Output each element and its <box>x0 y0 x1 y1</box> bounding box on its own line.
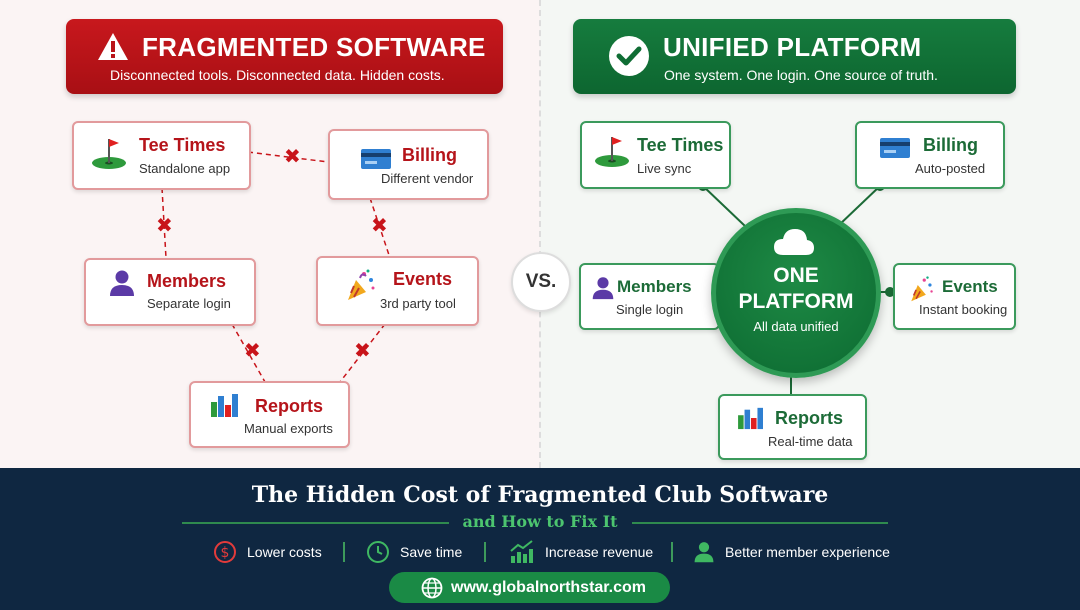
warning-triangle-icon <box>98 33 128 60</box>
dollar-circle-icon: $ <box>214 541 236 563</box>
cloud-icon <box>774 229 814 255</box>
card-subtitle: Instant booking <box>919 302 1008 317</box>
unified-card-reports: Reports Real-time data <box>718 394 867 460</box>
card-title: Tee Times <box>637 135 724 155</box>
card-title: Reports <box>255 396 324 416</box>
website-link[interactable]: www.globalnorthstar.com <box>389 572 670 603</box>
benefit-save-time: Save time <box>366 540 462 564</box>
card-subtitle: Different vendor <box>381 171 474 186</box>
svg-text:$: $ <box>221 545 230 561</box>
card-subtitle: 3rd party tool <box>380 296 456 311</box>
connector-hub-tee <box>702 185 746 227</box>
connector-events-reports <box>339 323 386 383</box>
benefit-lower-costs: $ Lower costs <box>213 540 322 564</box>
benefit-label: Save time <box>400 544 463 560</box>
unified-card-billing: Billing Auto-posted <box>855 121 1005 189</box>
one-platform-hub: ONE PLATFORM All data unified <box>711 208 881 378</box>
fragmented-title: FRAGMENTED SOFTWARE <box>142 32 486 62</box>
hub-subtitle: All data unified <box>753 319 839 334</box>
growth-chart-icon <box>510 540 533 563</box>
party-popper-icon <box>911 276 933 302</box>
card-title: Billing <box>402 145 457 165</box>
hub-title: ONE PLATFORM <box>716 263 876 315</box>
card-subtitle: Live sync <box>637 161 692 176</box>
broken-link-x-icon: ✖ <box>156 215 173 237</box>
unified-card-members: Members Single login <box>579 263 720 330</box>
credit-card-icon <box>361 149 391 169</box>
card-title: Reports <box>775 408 844 428</box>
broken-link-x-icon: ✖ <box>371 215 388 237</box>
fragmented-card-members: Members Separate login <box>84 258 256 326</box>
bar-chart-icon <box>738 407 763 430</box>
broken-link-x-icon: ✖ <box>354 340 371 362</box>
benefit-label: Increase revenue <box>545 544 654 560</box>
benefit-label: Lower costs <box>247 544 322 560</box>
footer-rule-left <box>182 522 449 524</box>
card-title: Members <box>147 271 227 291</box>
unified-title: UNIFIED PLATFORM <box>663 32 922 62</box>
check-circle-icon <box>609 36 649 76</box>
connector-billing-events <box>369 197 391 259</box>
bar-chart-icon <box>211 394 238 417</box>
card-title: Members <box>617 277 692 296</box>
card-title: Events <box>942 277 998 296</box>
card-subtitle: Manual exports <box>244 421 333 436</box>
card-subtitle: Separate login <box>147 296 231 311</box>
golf-flag-icon <box>595 137 629 167</box>
fragmented-card-tee-times: Tee Times Standalone app <box>72 121 251 190</box>
globe-icon <box>421 577 443 599</box>
card-title: Events <box>393 269 453 289</box>
hub-title-line1: ONE <box>773 264 819 287</box>
golf-flag-icon <box>92 139 126 169</box>
card-subtitle: Real-time data <box>768 434 853 449</box>
party-popper-icon <box>348 269 375 300</box>
card-subtitle: Auto-posted <box>915 161 986 176</box>
connector-tee-members <box>161 187 167 259</box>
broken-link-x-icon: ✖ <box>244 340 261 362</box>
unified-card-events: Events Instant booking <box>893 263 1016 330</box>
card-subtitle: Single login <box>616 302 684 317</box>
credit-card-icon <box>880 138 910 158</box>
card-title: Billing <box>923 135 978 155</box>
website-url: www.globalnorthstar.com <box>451 579 646 596</box>
unified-card-tee-times: Tee Times Live sync <box>580 121 731 189</box>
person-icon <box>110 270 134 296</box>
benefit-separator <box>671 542 673 562</box>
vs-badge: VS. <box>511 252 571 312</box>
connector-tee-billing <box>247 151 329 163</box>
unified-subtitle: One system. One login. One source of tru… <box>664 67 938 83</box>
fragmented-card-reports: Reports Manual exports <box>189 381 350 448</box>
person-icon <box>694 542 714 563</box>
hub-title-line2: PLATFORM <box>738 290 854 313</box>
fragmented-subtitle: Disconnected tools. Disconnected data. H… <box>110 67 445 83</box>
person-icon <box>592 277 614 300</box>
clock-icon <box>367 541 389 563</box>
card-title: Tee Times <box>139 135 226 155</box>
card-subtitle: Standalone app <box>139 161 231 176</box>
benefit-separator <box>343 542 345 562</box>
benefit-member-experience: Better member experience <box>693 540 890 564</box>
broken-link-x-icon: ✖ <box>284 146 301 168</box>
fragmented-card-billing: Billing Different vendor <box>328 129 489 200</box>
unified-banner: UNIFIED PLATFORM One system. One login. … <box>573 19 1016 94</box>
connector-hub-billing <box>837 185 881 227</box>
benefit-label: Better member experience <box>725 544 890 560</box>
fragmented-card-events: Events 3rd party tool <box>316 256 479 326</box>
footer-rule-right <box>632 522 888 524</box>
footer-title: The Hidden Cost of Fragmented Club Softw… <box>251 482 829 508</box>
connector-members-reports <box>231 323 266 383</box>
fragmented-banner: FRAGMENTED SOFTWARE Disconnected tools. … <box>66 19 503 94</box>
benefit-separator <box>484 542 486 562</box>
footer-subtitle: and How to Fix It <box>462 512 618 531</box>
center-divider <box>539 0 541 468</box>
benefit-increase-revenue: Increase revenue <box>509 540 653 564</box>
